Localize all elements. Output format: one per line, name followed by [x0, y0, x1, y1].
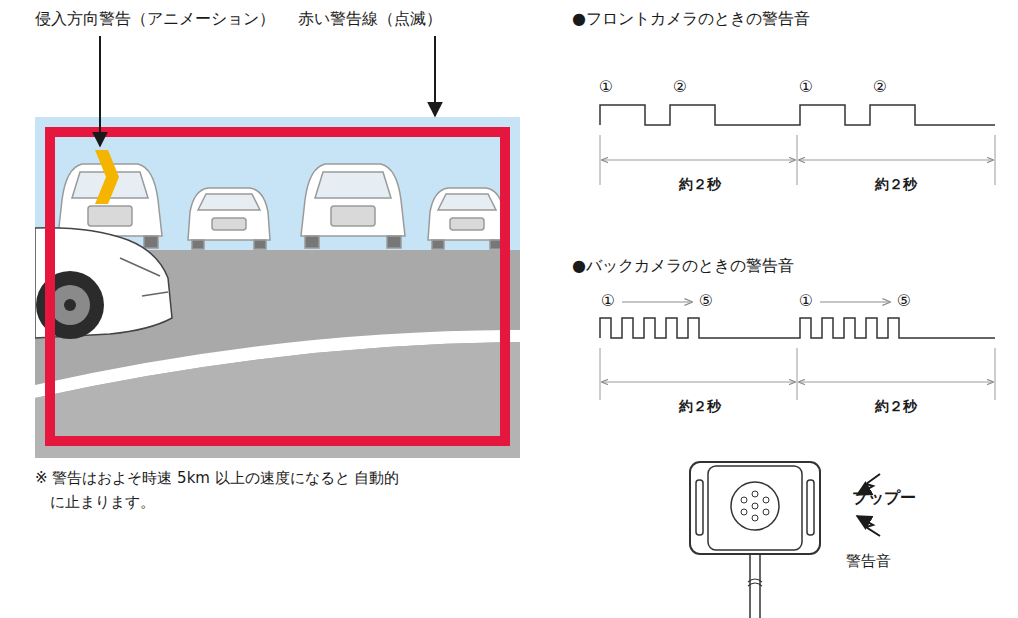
- callout-label: 赤い警告線（点滅）: [298, 9, 442, 29]
- dimension-line: [600, 135, 995, 185]
- parked-car: [301, 164, 405, 248]
- sequence-arrow: [820, 301, 890, 302]
- waveform: [600, 105, 995, 125]
- callout-number: ⑤: [897, 291, 911, 311]
- duration-label: 約２秒: [875, 398, 917, 416]
- callout-number: ①: [799, 291, 813, 311]
- camera-screen: [35, 117, 520, 458]
- callout-number: ⑤: [699, 291, 713, 311]
- note: ※ 警告はおよそ時速 5km 以上の速度になると 自動的に止まります。: [35, 466, 410, 514]
- section-heading: ●フロントカメラのときの警告音: [572, 9, 810, 29]
- dimension-line: [600, 348, 995, 400]
- leader-arrow: [99, 36, 101, 146]
- red-warning-line: [50, 132, 505, 441]
- callout-number: ②: [673, 77, 687, 97]
- part-label: 警告音: [846, 552, 891, 571]
- camera-unit: [690, 462, 820, 618]
- sequence-arrow: [622, 301, 692, 302]
- parked-car: [188, 188, 270, 249]
- duration-label: 約２秒: [875, 176, 917, 194]
- callout-number: ①: [799, 77, 813, 97]
- approaching-car: [35, 228, 172, 339]
- approach-chevron: [95, 150, 119, 204]
- callout-number: ②: [873, 77, 887, 97]
- sound-label: プップー: [852, 488, 916, 508]
- callout-number: ①: [601, 291, 615, 311]
- waveform: [600, 318, 995, 338]
- parked-car: [428, 188, 506, 249]
- callout-number: ①: [599, 77, 613, 97]
- section-heading: ●バックカメラのときの警告音: [572, 256, 794, 276]
- callout-label: 侵入方向警告（アニメーション）: [35, 9, 275, 29]
- leader-arrow: [434, 36, 436, 116]
- sky: [35, 117, 520, 458]
- duration-label: 約２秒: [679, 176, 721, 194]
- duration-label: 約２秒: [679, 398, 721, 416]
